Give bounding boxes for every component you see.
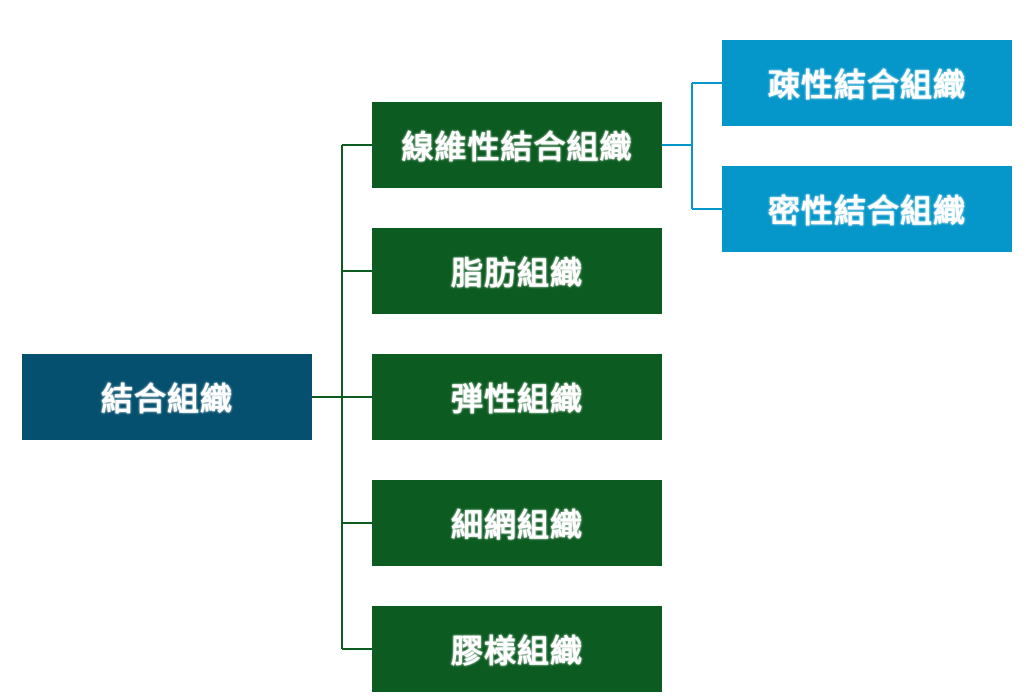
root-node-label: 結合組織: [100, 380, 233, 418]
child-node-mucoid: 膠様組織: [372, 606, 662, 692]
level1-connectors: [312, 144, 372, 650]
child-node-label: 弾性組織: [450, 380, 583, 418]
child-node-reticular: 細網組織: [372, 480, 662, 566]
child-node-label: 線維性結合組織: [401, 128, 633, 166]
child-node-label: 脂肪組織: [450, 254, 583, 292]
child-node-label: 膠様組織: [450, 632, 583, 670]
subchild-node-label: 密性結合組織: [767, 192, 966, 230]
child-node-label: 細網組織: [450, 506, 583, 544]
child-node-elastic: 弾性組織: [372, 354, 662, 440]
child-node-adipose: 脂肪組織: [372, 228, 662, 314]
subchild-node-dense: 密性結合組織: [722, 166, 1012, 252]
subchild-node-label: 疎性結合組織: [767, 66, 966, 104]
root-node: 結合組織: [22, 354, 312, 440]
subchild-node-loose: 疎性結合組織: [722, 40, 1012, 126]
child-node-fibrous: 線維性結合組織: [372, 102, 662, 188]
level2-connectors: [662, 82, 722, 210]
